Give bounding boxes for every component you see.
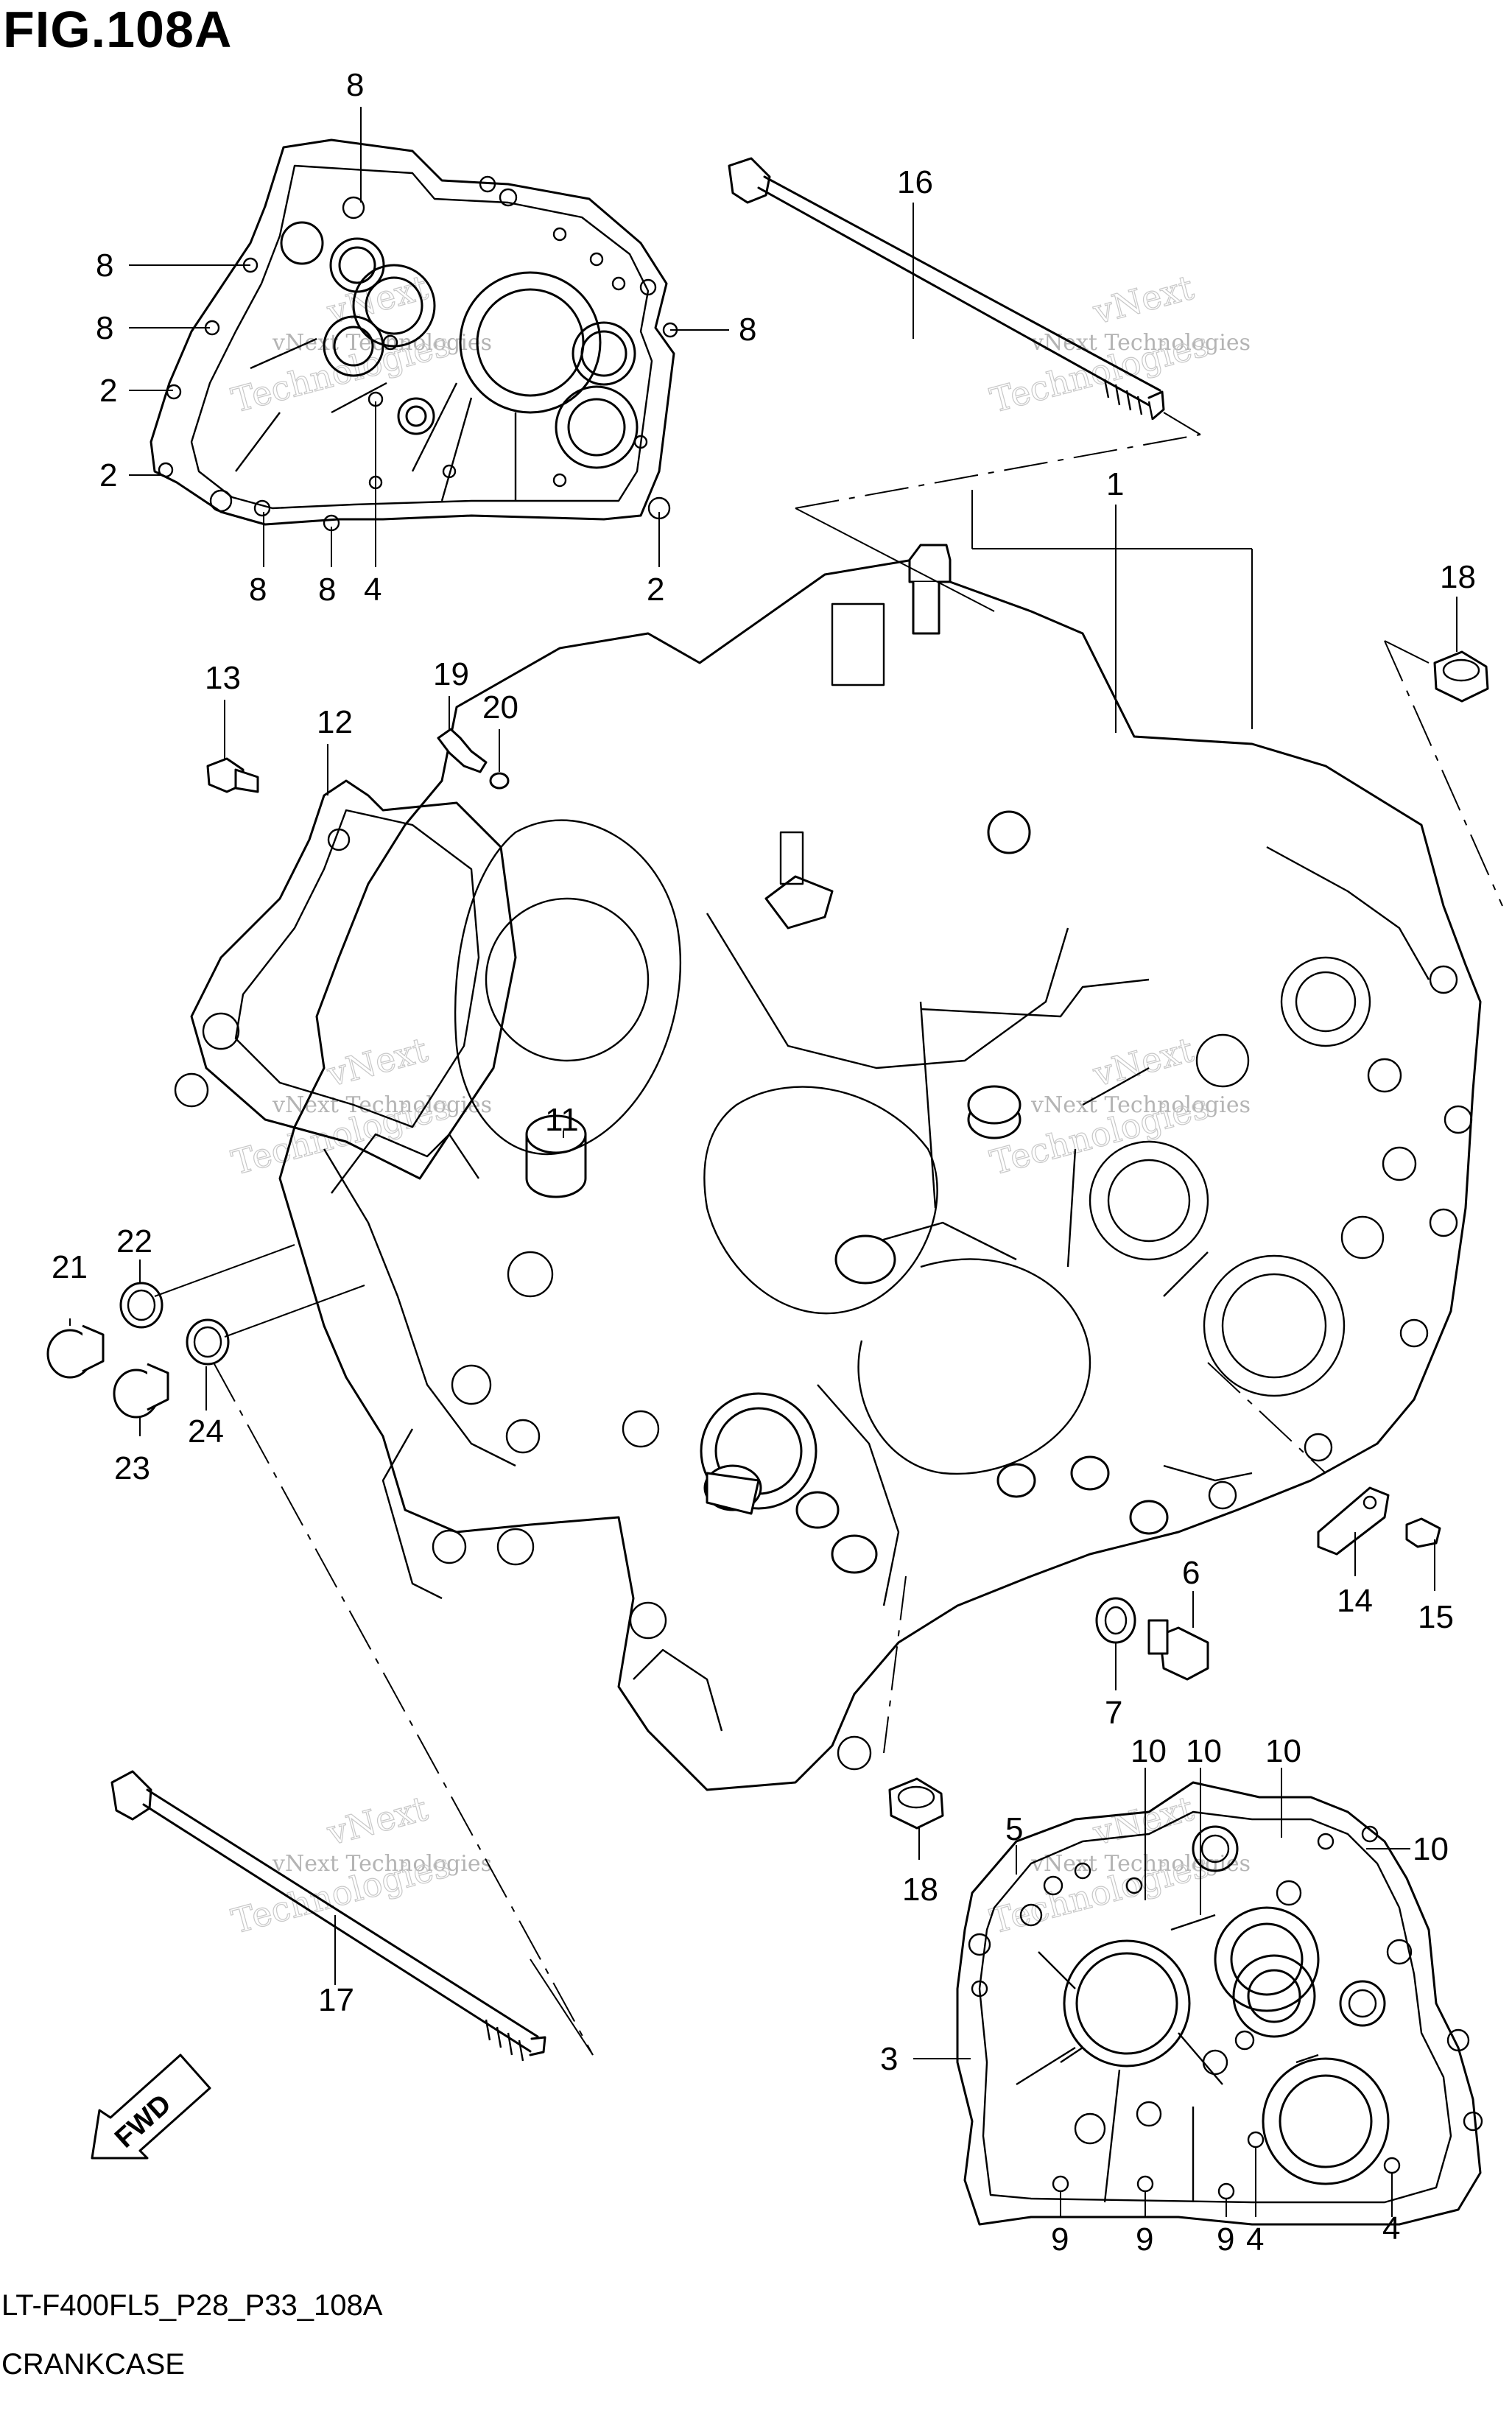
plug-part [46, 1324, 105, 1379]
figure-code: LT-F400FL5_P28_P33_108A [1, 2289, 383, 2322]
callout-4: 4 [1246, 2221, 1264, 2258]
callout-labels: 8 8 8 2 2 8 8 8 4 2 16 1 18 13 19 20 12 … [52, 67, 1476, 2258]
stud-bolt-upper [728, 157, 1165, 421]
watermark-text: vNext [323, 1788, 432, 1853]
callout-14: 14 [1337, 1583, 1373, 1619]
gasket-part [174, 779, 517, 1180]
o-ring [489, 772, 510, 790]
watermark-text: vNext [1089, 267, 1198, 332]
crankcase-assembly [278, 544, 1482, 1791]
screw-part [1405, 1517, 1441, 1548]
plate-part [1317, 1486, 1390, 1556]
callout-20: 20 [482, 689, 518, 726]
figure-title: FIG.108A [3, 1, 233, 58]
callout-18: 18 [902, 1872, 938, 1908]
stud-bolt-lower [110, 1770, 546, 2062]
callout-16: 16 [897, 164, 933, 200]
callout-3: 3 [880, 2041, 898, 2077]
banjo-bolt [437, 728, 488, 773]
callout-4: 4 [364, 572, 381, 608]
callout-8: 8 [96, 310, 113, 346]
callout-2: 2 [647, 572, 664, 608]
crankcase-right-inner-view [956, 1781, 1483, 2226]
callout-11: 11 [545, 1102, 579, 1138]
callout-9: 9 [1136, 2221, 1153, 2258]
callout-10: 10 [1131, 1733, 1167, 1769]
callout-8: 8 [249, 572, 267, 608]
callout-10: 10 [1413, 1831, 1449, 1867]
callout-13: 13 [205, 660, 241, 696]
callout-7: 7 [1105, 1695, 1122, 1731]
callout-12: 12 [317, 704, 353, 740]
callout-5: 5 [1005, 1811, 1023, 1847]
callout-9: 9 [1051, 2221, 1069, 2258]
watermark-text: vNext Technologies [1030, 330, 1251, 356]
callout-6: 6 [1182, 1555, 1200, 1591]
callout-19: 19 [433, 656, 469, 692]
watermark-text: vNext Technologies [1030, 1851, 1251, 1877]
callout-24: 24 [188, 1413, 224, 1450]
fwd-arrow: FWD [91, 2054, 211, 2160]
leader-lines [69, 107, 1503, 2217]
callout-10: 10 [1265, 1733, 1301, 1769]
callout-2: 2 [99, 373, 117, 409]
callout-1: 1 [1106, 466, 1124, 502]
callout-15: 15 [1418, 1599, 1454, 1635]
callout-4: 4 [1382, 2210, 1400, 2246]
callout-8: 8 [96, 247, 113, 284]
gasket-ring [186, 1318, 230, 1366]
watermark-text: vNext [323, 1030, 432, 1095]
callout-2: 2 [99, 457, 117, 493]
watermark-text: vNext [1089, 1030, 1198, 1095]
callout-8: 8 [739, 312, 756, 348]
nut-part [888, 1777, 944, 1830]
nut-part [1433, 650, 1489, 703]
callout-23: 23 [114, 1450, 150, 1486]
callout-9: 9 [1217, 2221, 1234, 2258]
watermark-text: vNext Technologies [272, 1092, 492, 1118]
drain-plug [1147, 1619, 1209, 1681]
watermark-text: vNext Technologies [1030, 1092, 1251, 1118]
watermark-text: vNext Technologies [272, 1851, 492, 1877]
callout-22: 22 [116, 1223, 152, 1260]
watermark-text: vNext [1089, 1788, 1198, 1853]
callout-21: 21 [52, 1249, 88, 1285]
figure-caption: CRANKCASE [1, 2348, 185, 2381]
washer-part [1095, 1597, 1136, 1644]
callout-8: 8 [346, 67, 364, 103]
plug-part [113, 1363, 169, 1419]
dowel-pin [525, 1114, 587, 1198]
callout-10: 10 [1186, 1733, 1222, 1769]
callout-8: 8 [318, 572, 336, 608]
callout-17: 17 [318, 1982, 354, 2018]
gasket-ring [119, 1282, 163, 1329]
bolt-part [206, 757, 259, 793]
callout-18: 18 [1440, 559, 1476, 595]
crankcase-left-inner-view [150, 138, 678, 532]
